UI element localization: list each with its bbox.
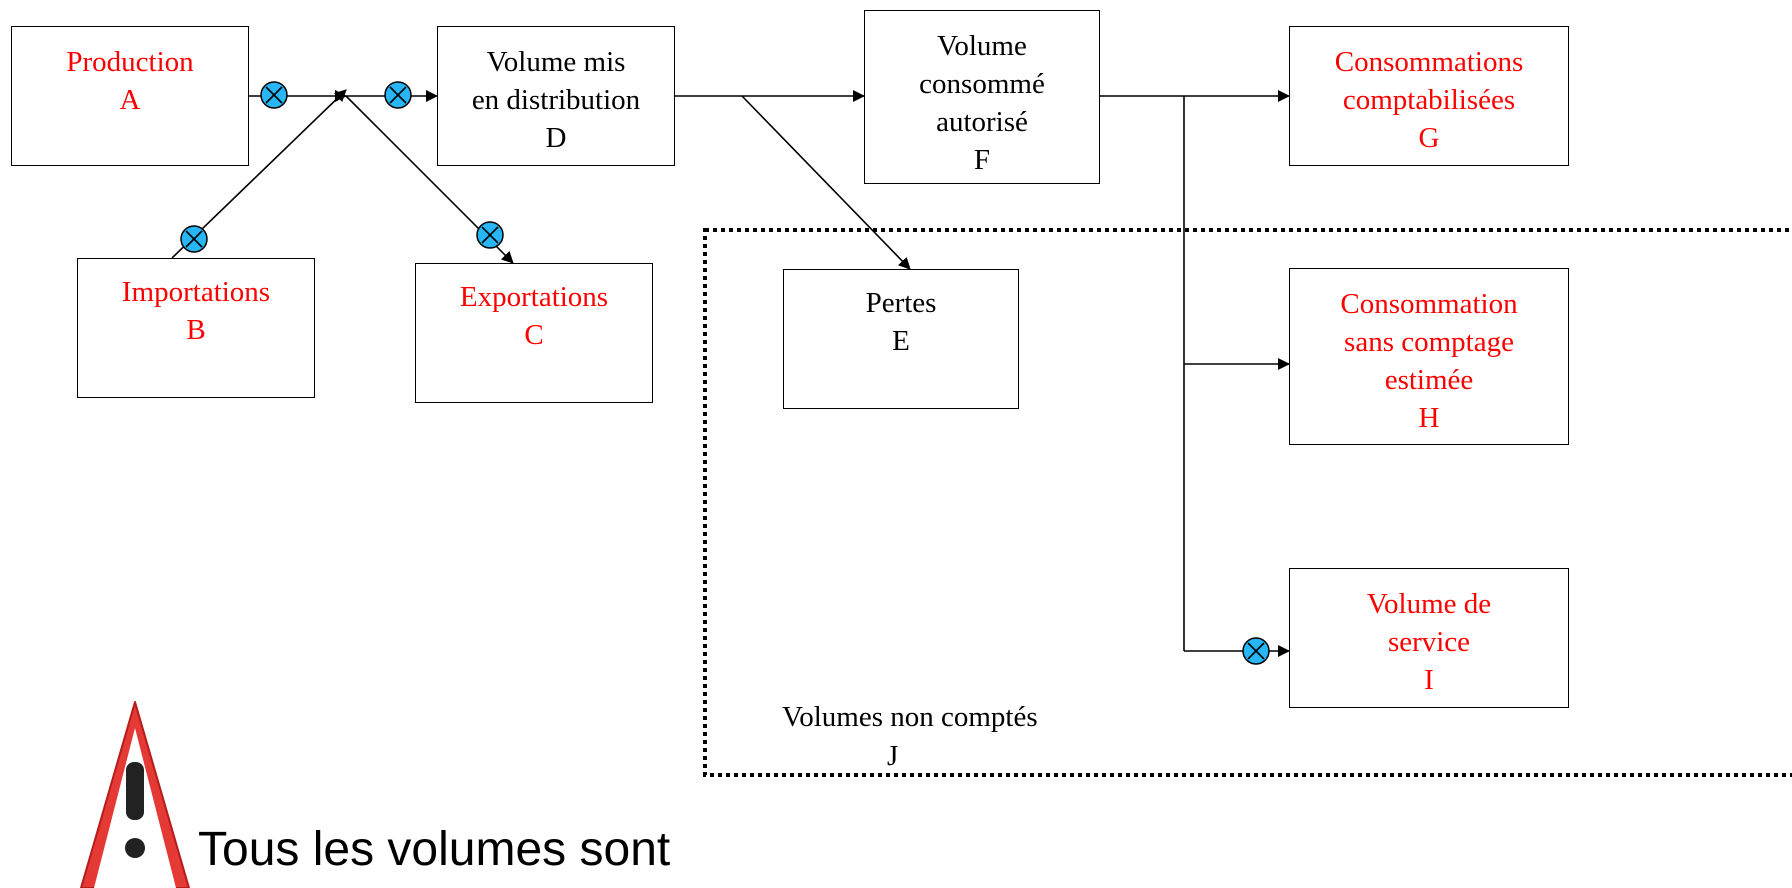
box-title-line: Volume mis bbox=[486, 46, 626, 78]
zone-letter: J bbox=[887, 740, 899, 772]
box-title-line: Consommation bbox=[1340, 288, 1518, 320]
box-title-line: sans comptage bbox=[1344, 326, 1514, 358]
box-volume-distribution: Volume mis en distribution D bbox=[437, 26, 675, 166]
box-title-line: estimée bbox=[1384, 364, 1474, 396]
box-title: Production bbox=[66, 46, 194, 78]
box-exportations: Exportations C bbox=[415, 263, 653, 403]
box-letter: H bbox=[1418, 402, 1440, 434]
meter-icon bbox=[180, 225, 208, 253]
box-title-line: en distribution bbox=[471, 84, 641, 116]
meter-icon bbox=[384, 81, 412, 109]
box-importations: Importations B bbox=[77, 258, 315, 398]
box-consommation-sans-comptage: Consommation sans comptage estimée H bbox=[1289, 268, 1569, 445]
box-letter: E bbox=[892, 325, 910, 357]
box-letter: A bbox=[119, 84, 141, 116]
box-title-line: consommé bbox=[919, 68, 1045, 100]
box-title-line: Consommations bbox=[1334, 46, 1524, 78]
box-letter: I bbox=[1424, 664, 1434, 696]
box-title-line: comptabilisées bbox=[1342, 84, 1516, 116]
box-letter: C bbox=[524, 319, 544, 351]
box-letter: D bbox=[545, 122, 567, 154]
box-pertes: Pertes E bbox=[783, 269, 1019, 409]
box-title-line: Volume de bbox=[1366, 588, 1492, 620]
warning-triangle-icon bbox=[80, 701, 190, 888]
box-consommations-comptabilisees: Consommations comptabilisées G bbox=[1289, 26, 1569, 166]
box-volume-service: Volume de service I bbox=[1289, 568, 1569, 708]
connector-D-E bbox=[741, 95, 911, 270]
box-letter: F bbox=[973, 144, 991, 176]
box-volume-consomme-autorise: Volume consommé autorisé F bbox=[864, 10, 1100, 184]
meter-icon bbox=[1242, 637, 1270, 665]
box-production: Production A bbox=[11, 26, 249, 166]
box-letter: B bbox=[186, 314, 206, 346]
zone-label: Volumes non comptés bbox=[782, 701, 1038, 733]
box-title: Importations bbox=[121, 276, 271, 308]
box-title: Pertes bbox=[865, 287, 937, 319]
meter-icon bbox=[260, 81, 288, 109]
box-title-line: service bbox=[1387, 626, 1471, 658]
unmetered-zone-border bbox=[703, 228, 1792, 777]
box-title-line: Volume bbox=[937, 30, 1027, 62]
meter-icon bbox=[476, 221, 504, 249]
box-title: Exportations bbox=[459, 281, 609, 313]
box-letter: G bbox=[1418, 122, 1440, 154]
box-title-line: autorisé bbox=[936, 106, 1028, 138]
warning-text: Tous les volumes sont bbox=[198, 823, 671, 876]
